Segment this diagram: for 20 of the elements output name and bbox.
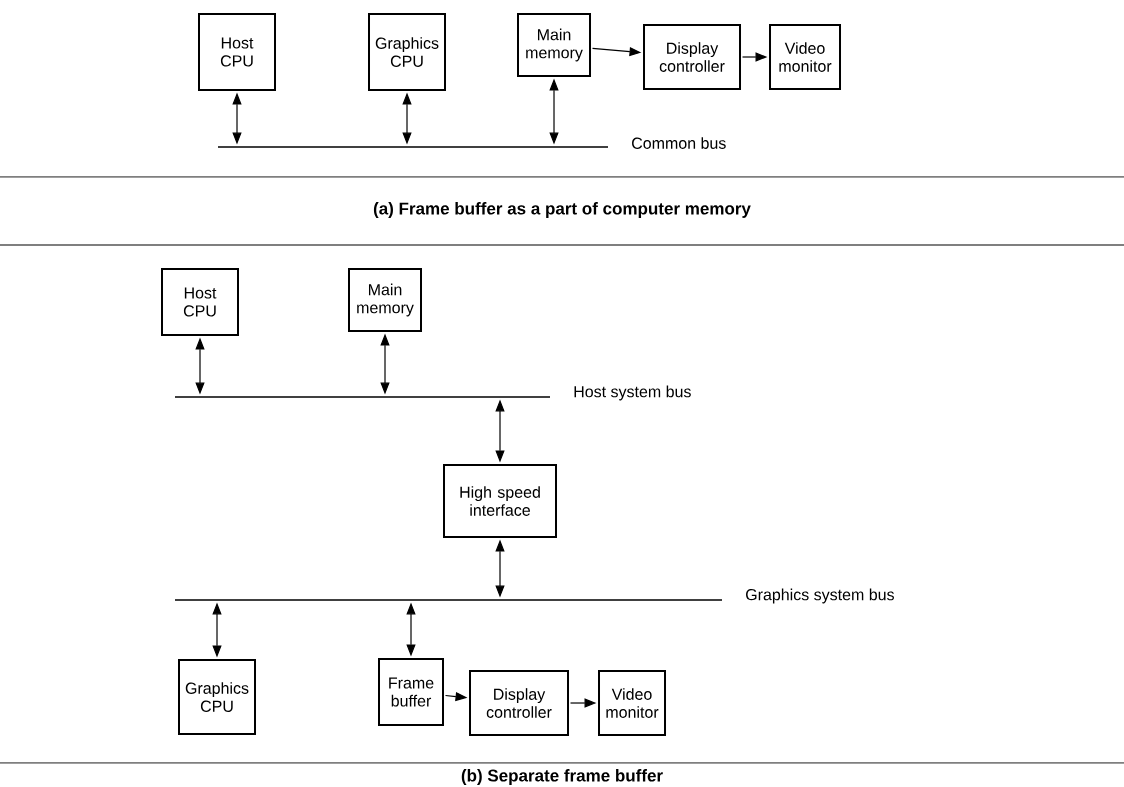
block-box: Host CPU: [198, 13, 276, 91]
block-box: Host CPU: [161, 268, 239, 336]
figure-caption: (a) Frame buffer as a part of computer memory: [373, 202, 751, 218]
bus-line: [175, 396, 550, 398]
bus-label: Common bus: [632, 137, 726, 149]
block-box: Main memory: [517, 13, 591, 77]
block-box: Graphics CPU: [178, 659, 256, 735]
block-box: Video monitor: [598, 670, 666, 736]
block-box: High speed interface: [443, 464, 557, 538]
bus-label: Host system bus: [574, 385, 691, 401]
block-box: Frame buffer: [378, 658, 444, 726]
bus-label: Graphics system bus: [746, 588, 894, 604]
block-box: Display controller: [643, 24, 741, 90]
block-box: Video monitor: [769, 24, 841, 90]
block-box: Main memory: [348, 268, 422, 332]
block-box: Display controller: [469, 670, 569, 736]
figure-caption: (b) Separate frame buffer: [461, 769, 663, 785]
block-box: Graphics CPU: [368, 13, 446, 91]
bus-line: [218, 146, 608, 148]
bus-line: [175, 599, 722, 601]
